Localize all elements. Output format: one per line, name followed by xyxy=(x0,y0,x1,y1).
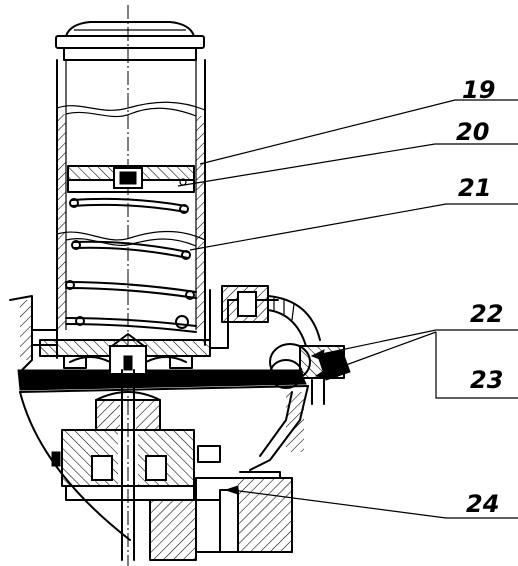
leader-23 xyxy=(435,332,518,399)
leader-21 xyxy=(189,203,518,251)
callout-23: 23 xyxy=(470,366,503,394)
callout-22: 22 xyxy=(470,300,503,328)
upper-spring-seat xyxy=(67,165,195,193)
bottom-casing xyxy=(19,369,309,561)
leader-19 xyxy=(199,99,518,165)
spring-coils xyxy=(65,197,197,333)
leader-24 xyxy=(231,489,518,519)
callout-labels: 19 20 21 22 23 24 xyxy=(456,76,503,518)
callout-19: 19 xyxy=(462,76,495,104)
leader-22 xyxy=(311,329,518,357)
leader-23a xyxy=(315,331,437,377)
callout-21: 21 xyxy=(458,174,491,202)
callout-20: 20 xyxy=(456,118,489,146)
leader-lines xyxy=(177,99,518,519)
callout-24: 24 xyxy=(466,490,499,518)
lower-housing xyxy=(9,285,351,405)
leader-20 xyxy=(177,143,518,187)
